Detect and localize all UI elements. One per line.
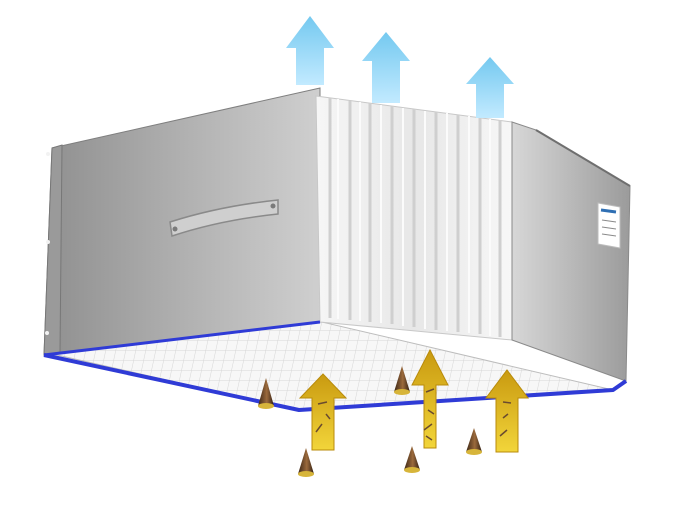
rivet xyxy=(46,240,50,244)
housing-left-rail xyxy=(43,144,63,356)
particle-air-arrow xyxy=(485,369,529,453)
handle-icon xyxy=(169,199,279,237)
housing-right-face xyxy=(511,121,631,382)
particle-air-arrow xyxy=(298,373,348,451)
particle-icon xyxy=(466,428,482,455)
clean-air-arrow xyxy=(286,16,334,85)
pleated-filter-media xyxy=(315,95,513,341)
particle-icon xyxy=(298,448,314,477)
blue-gasket xyxy=(43,353,628,412)
particle-icon xyxy=(258,378,274,409)
particle-icon xyxy=(394,366,410,395)
particle-icon xyxy=(404,446,420,473)
manufacturer-label xyxy=(597,202,621,249)
rivet xyxy=(45,331,49,335)
rivet xyxy=(46,152,50,156)
particle-air-arrow xyxy=(411,348,449,449)
clean-air-arrow xyxy=(362,32,410,103)
clean-air-arrow xyxy=(466,57,514,118)
